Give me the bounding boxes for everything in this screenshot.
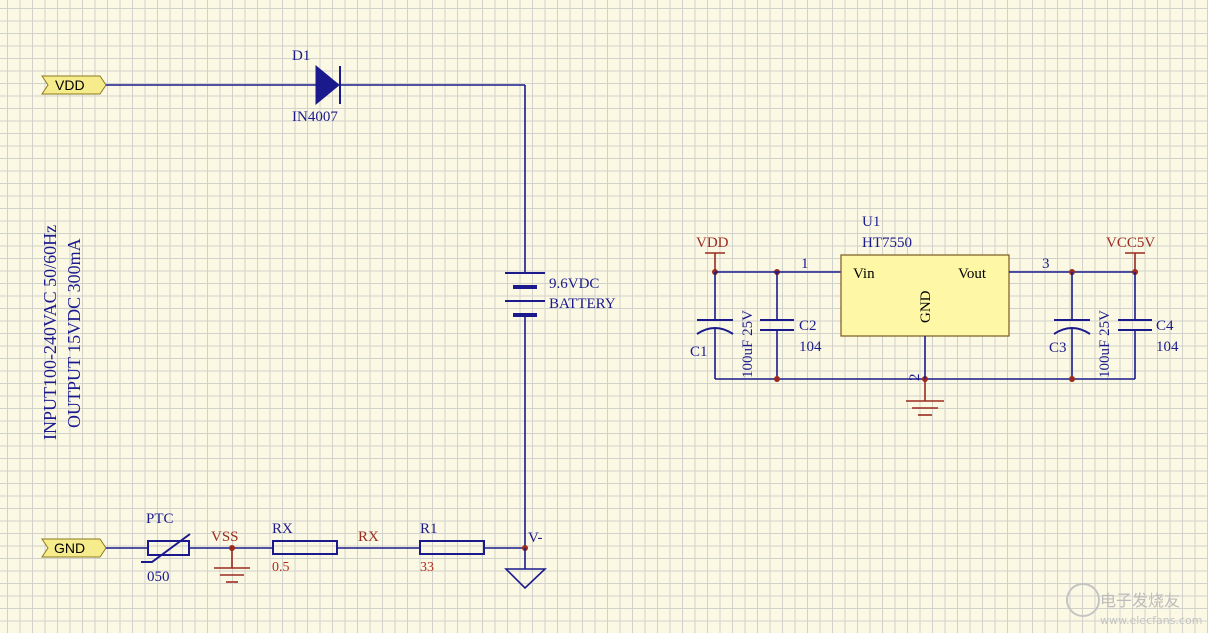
- resistor-rx[interactable]: [272, 540, 338, 555]
- gnd-port[interactable]: GND: [41, 538, 107, 558]
- r1-value: 33: [420, 560, 434, 575]
- battery-label: BATTERY: [549, 296, 616, 312]
- u1-pin-vout: Vout: [958, 266, 987, 282]
- battery-symbol[interactable]: [505, 272, 545, 317]
- resistor-r1[interactable]: [419, 540, 485, 555]
- capacitor-c1[interactable]: [696, 272, 734, 379]
- c3-value-group: 100uF 25V: [1097, 310, 1113, 378]
- vminus-label: V-: [528, 530, 542, 546]
- regulator-u1[interactable]: [840, 254, 1010, 337]
- watermark-url: www.elecfans.com: [1100, 614, 1202, 627]
- c3-ref: C3: [1049, 340, 1067, 356]
- c1-value-group: 100uF 25V: [740, 310, 756, 378]
- ptc-ref: PTC: [146, 511, 174, 527]
- gnd-port-label: GND: [54, 540, 85, 556]
- capacitor-c2[interactable]: [760, 272, 794, 379]
- u1-pin-gnd-group: GND: [918, 290, 934, 323]
- vss-label: VSS: [211, 529, 239, 545]
- power-out-label: VCC5V: [1106, 235, 1155, 251]
- c4-value: 104: [1156, 339, 1179, 355]
- u1-ref: U1: [862, 214, 880, 230]
- c3-value: 100uF 25V: [1097, 310, 1113, 378]
- diode-ref: D1: [292, 48, 310, 64]
- u1-pin3-number: 3: [1042, 256, 1050, 272]
- vdd-port[interactable]: VDD: [41, 75, 107, 95]
- spec-note: INPUT100-240VAC 50/60Hz: [40, 225, 60, 440]
- diode-d1[interactable]: [315, 64, 341, 106]
- watermark-text: 电子发烧友: [1100, 591, 1180, 610]
- u1-pin1-number: 1: [801, 256, 809, 272]
- regulator-ground-symbol: [906, 379, 944, 416]
- diode-value: IN4007: [292, 109, 338, 125]
- c1-ref: C1: [690, 344, 708, 360]
- rx-value: 0.5: [272, 560, 290, 575]
- power-out-symbol: [1125, 252, 1145, 272]
- c2-ref: C2: [799, 318, 817, 334]
- u1-pin2-group: 2: [907, 374, 923, 382]
- rx-net-label: RX: [358, 529, 379, 545]
- spec-note-line1: INPUT100-240VAC 50/60Hz: [40, 225, 60, 440]
- u1-pin-gnd: GND: [918, 290, 934, 323]
- c2-value: 104: [799, 339, 822, 355]
- gnd-junction-1: [774, 376, 780, 382]
- vminus-ground-symbol: [504, 548, 548, 590]
- spec-note-2: OUTPUT 15VDC 300mA: [64, 238, 84, 428]
- power-in-symbol: [705, 252, 725, 272]
- capacitor-c4[interactable]: [1118, 272, 1152, 379]
- c4-ref: C4: [1156, 318, 1174, 334]
- c1-value: 100uF 25V: [740, 310, 756, 378]
- u1-pin2-number: 2: [907, 374, 923, 382]
- r1-ref: R1: [420, 521, 438, 537]
- ptc-value: 050: [147, 569, 170, 585]
- vss-ground-symbol: [214, 548, 250, 583]
- battery-voltage: 9.6VDC: [549, 276, 599, 292]
- ptc-thermistor[interactable]: [141, 533, 191, 563]
- rx-ref: RX: [272, 521, 293, 537]
- power-in-label: VDD: [696, 235, 729, 251]
- watermark: 电子发烧友 www.elecfans.com: [1066, 583, 1202, 627]
- gnd-junction-3: [1069, 376, 1075, 382]
- u1-pin-vin: Vin: [853, 266, 875, 282]
- vdd-port-label: VDD: [55, 77, 85, 93]
- capacitor-c3[interactable]: [1053, 272, 1091, 379]
- u1-part: HT7550: [862, 235, 912, 251]
- watermark-logo-icon: [1066, 583, 1100, 617]
- spec-note-line2: OUTPUT 15VDC 300mA: [64, 238, 84, 428]
